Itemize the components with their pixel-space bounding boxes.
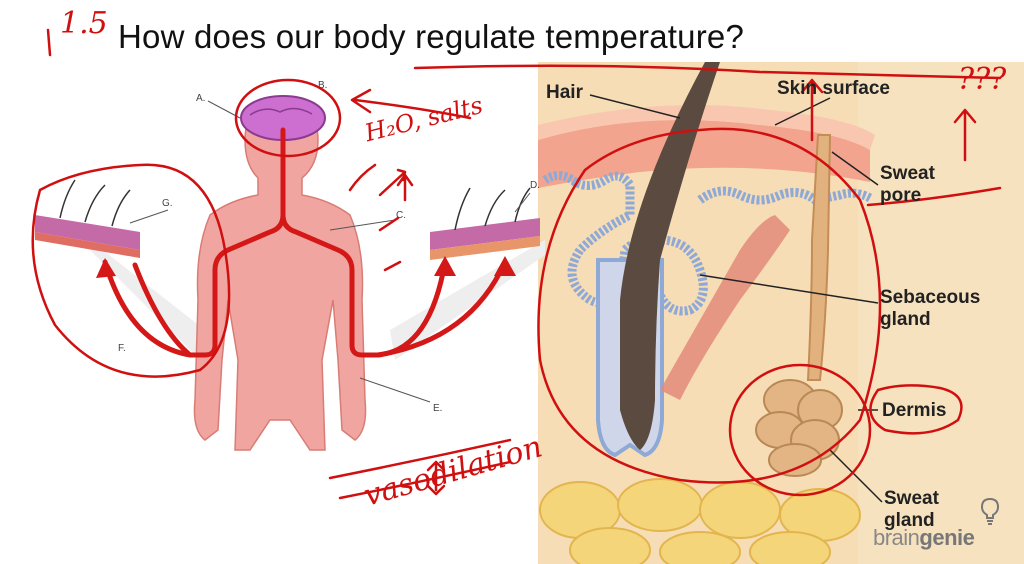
- skin-cross-section: [538, 62, 1024, 564]
- skin-sample-right: [430, 188, 540, 260]
- label-sebaceous-line2: gland: [880, 309, 931, 330]
- brand-part1: brain: [873, 525, 919, 550]
- braingenie-logo: braingenie: [873, 525, 974, 551]
- slide-number-annotation: 1.5: [60, 6, 108, 41]
- body-diagram: [35, 96, 545, 450]
- label-g: G.: [162, 198, 173, 209]
- slide-title: How does our body regulate temperature?: [118, 18, 744, 56]
- annotation-question-marks: ???: [958, 62, 1006, 97]
- label-dermis: Dermis: [882, 400, 946, 421]
- label-a: A.: [196, 93, 205, 104]
- brand-part2: genie: [919, 525, 974, 550]
- label-d: D.: [530, 180, 540, 191]
- label-sebaceous-line1: Sebaceous: [880, 287, 980, 308]
- label-b: B.: [318, 80, 327, 91]
- label-hair: Hair: [546, 82, 583, 103]
- skin-sample-left: [35, 180, 140, 258]
- label-c: C.: [396, 210, 406, 221]
- label-e: E.: [433, 403, 442, 414]
- label-f: F.: [118, 343, 126, 354]
- label-skin-surface: Skin surface: [777, 78, 890, 99]
- label-sweat-gland-line1: Sweat: [884, 488, 939, 509]
- logo-bulb-icon: [978, 496, 1002, 526]
- label-sweat-pore-line2: pore: [880, 185, 921, 206]
- human-figure: [194, 108, 365, 450]
- label-sweat-pore-line1: Sweat: [880, 163, 935, 184]
